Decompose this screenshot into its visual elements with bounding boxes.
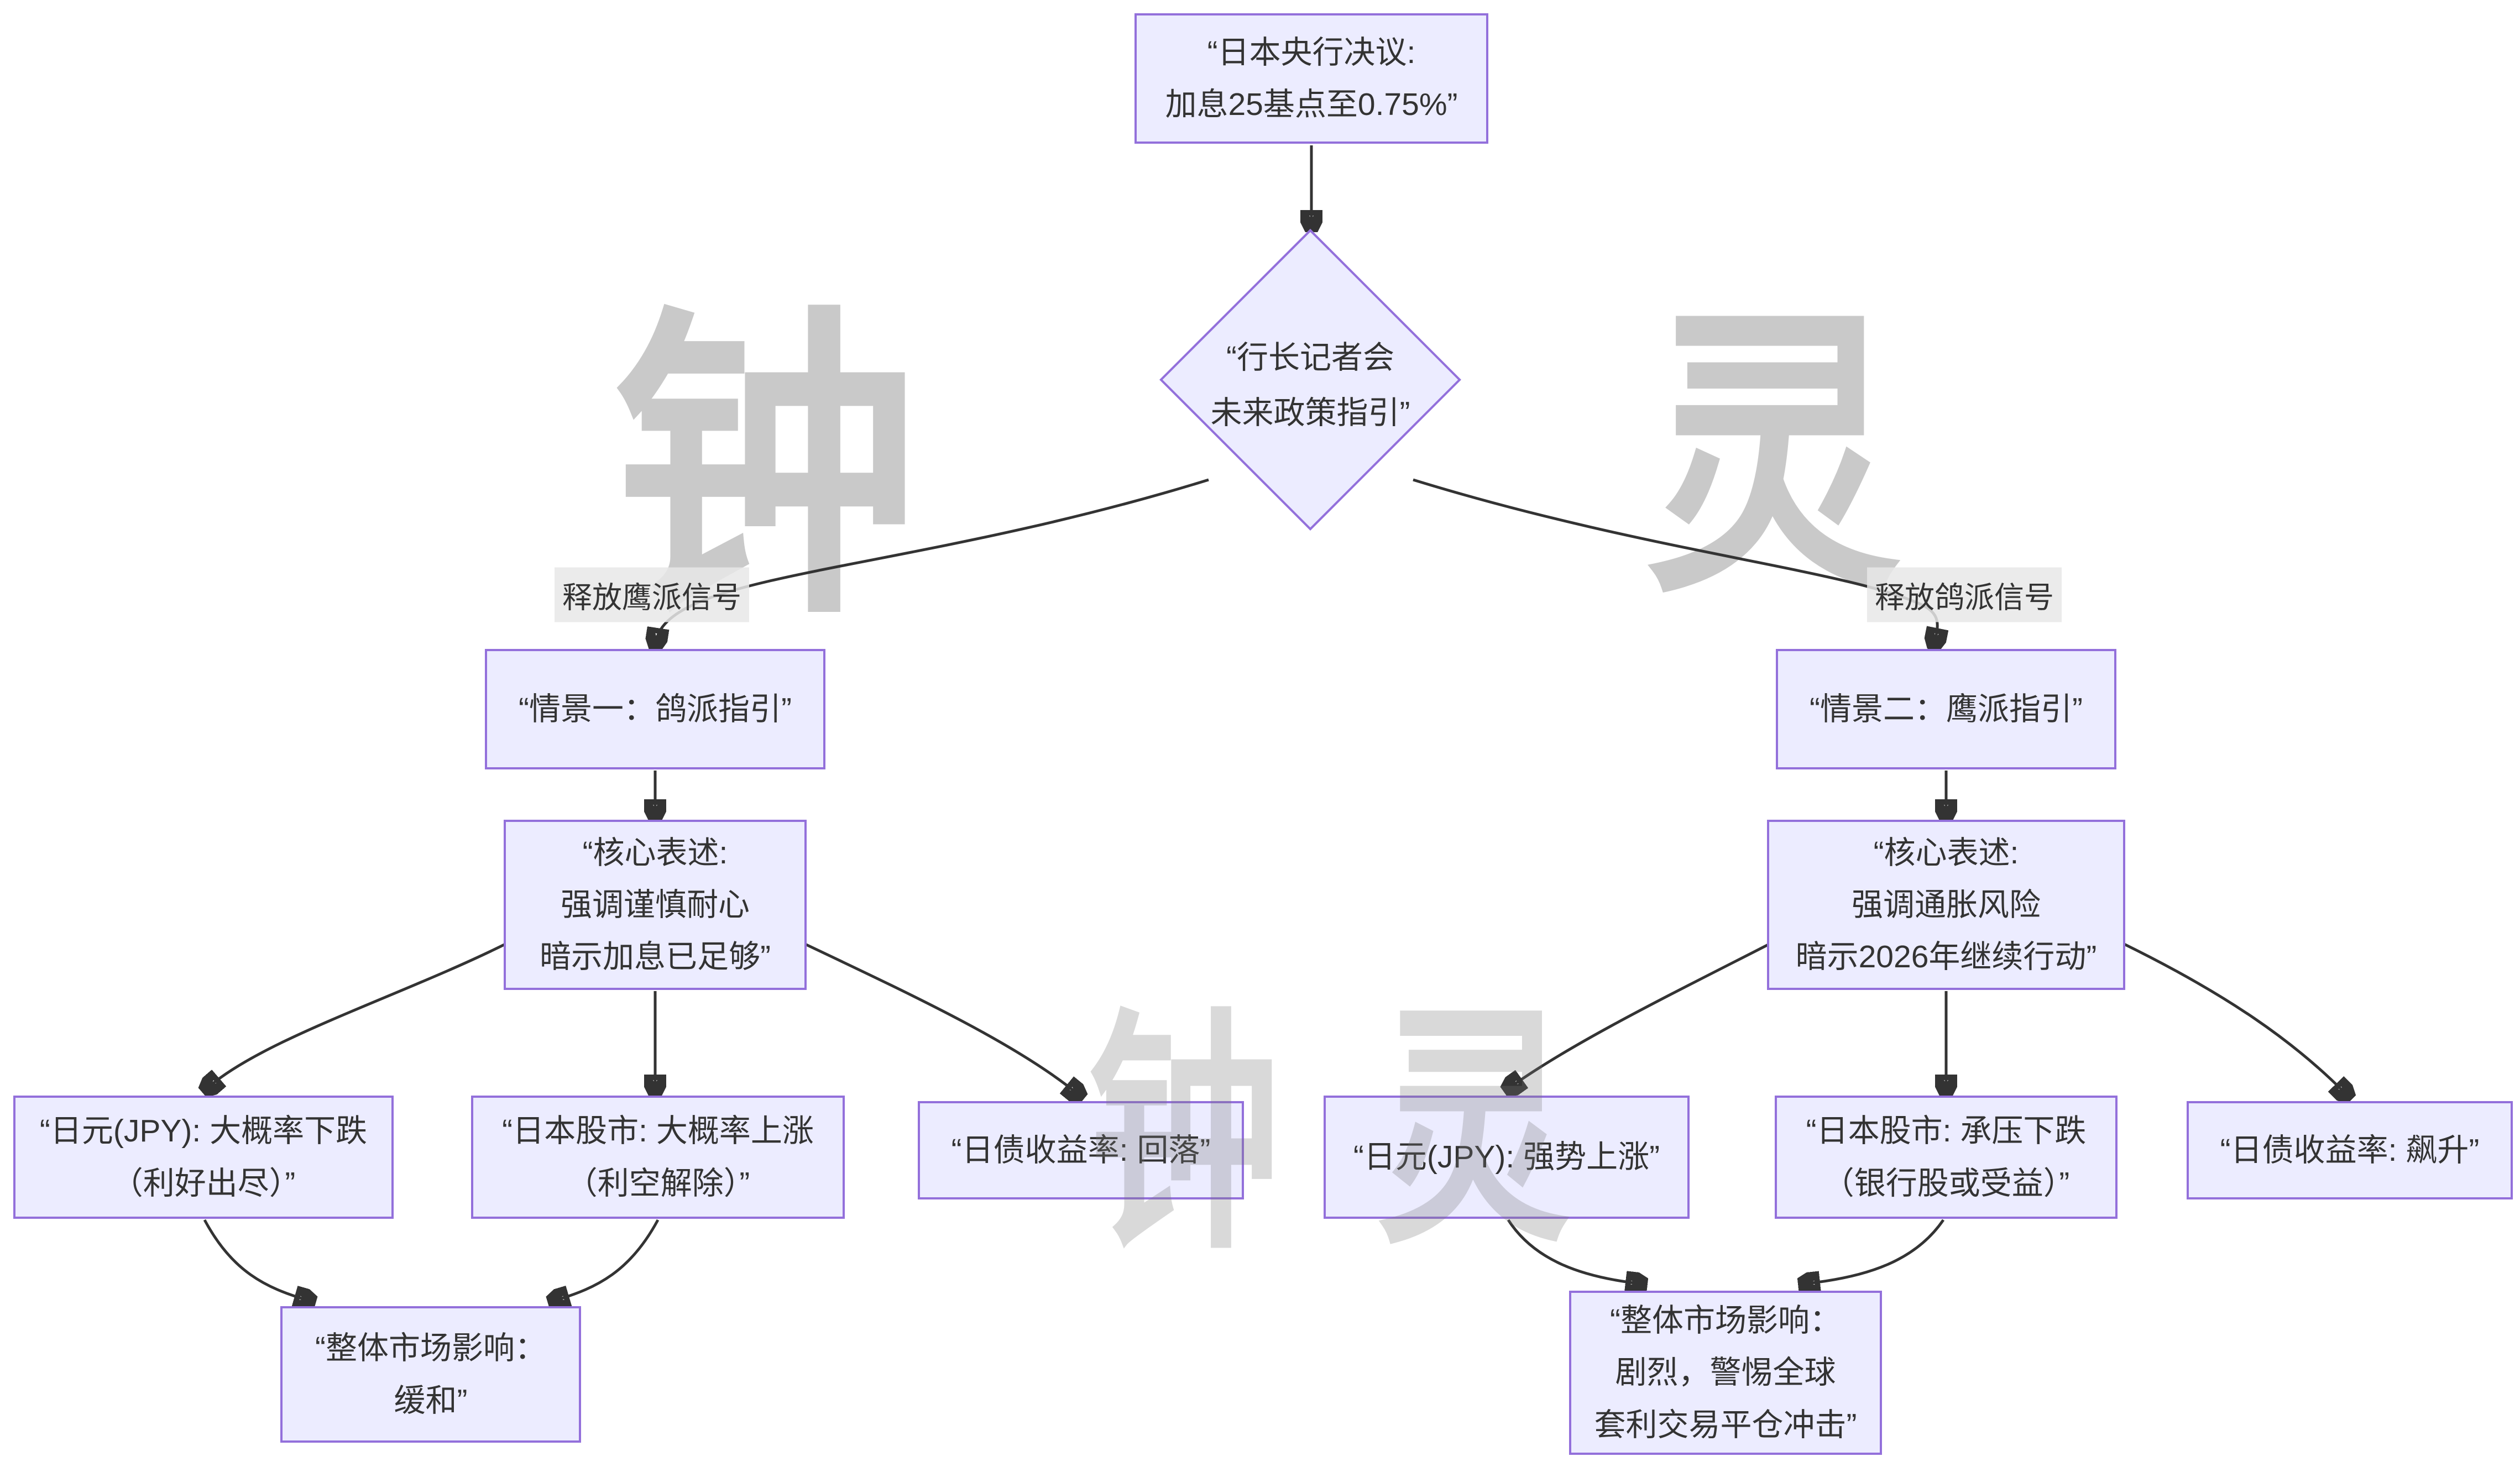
node-boj-decision: “日本央行决议: 加息25基点至0.75%”: [1134, 13, 1488, 144]
edge-stocks1-to-impact1: [556, 1219, 660, 1300]
edge-core1-to-bonds1: [802, 941, 1077, 1093]
edge-decision-to-scenario2: [1413, 478, 1937, 641]
watermark-zhong-small: 钟: [1088, 994, 1281, 1277]
node-press-conference-label: “行长记者会 未来政策指引”: [1210, 339, 1410, 431]
edge-core2-to-bonds2: [2121, 941, 2345, 1093]
watermark-ling-small: 灵: [1377, 988, 1570, 1272]
node-stocks-scenario2: “日本股市: 承压下跌 （银行股或受益）”: [1775, 1096, 2118, 1219]
watermark-ling-large: 灵: [1645, 289, 1901, 626]
edge-stocks2-to-impact2: [1807, 1219, 1945, 1283]
edge-core1-to-jpy1: [209, 941, 509, 1087]
node-market-impact-2: “整体市场影响： 剧烈，警惕全球 套利交易平仓冲击”: [1569, 1291, 1882, 1455]
node-scenario2-hawkish: “情景二：鹰派指引”: [1776, 649, 2116, 769]
node-market-impact-1: “整体市场影响： 缓和”: [280, 1306, 581, 1443]
node-jpy-scenario2: “日元(JPY): 强势上涨”: [1324, 1096, 1690, 1219]
edge-jpy2-to-impact2: [1507, 1219, 1639, 1283]
node-scenario1-dovish: “情景一：鸽派指引”: [485, 649, 825, 769]
node-bonds-scenario2: “日债收益率: 飙升”: [2187, 1101, 2513, 1199]
node-core-statement-1: “核心表述: 强调谨慎耐心 暗示加息已足够”: [504, 820, 807, 990]
node-jpy-scenario1: “日元(JPY): 大概率下跌 （利好出尽）”: [13, 1096, 394, 1219]
edge-label-dovish-signal: 释放鸽派信号: [1867, 567, 2062, 622]
edge-core2-to-jpy2: [1511, 941, 1773, 1087]
node-core-statement-2: “核心表述: 强调通胀风险 暗示2026年继续行动”: [1767, 820, 2125, 990]
edge-label-hawkish-signal: 释放鹰派信号: [555, 567, 749, 622]
edge-jpy1-to-impact1: [203, 1219, 307, 1300]
node-stocks-scenario1: “日本股市: 大概率上涨 （利空解除）”: [471, 1096, 845, 1219]
node-bonds-scenario1: “日债收益率: 回落”: [918, 1101, 1244, 1199]
